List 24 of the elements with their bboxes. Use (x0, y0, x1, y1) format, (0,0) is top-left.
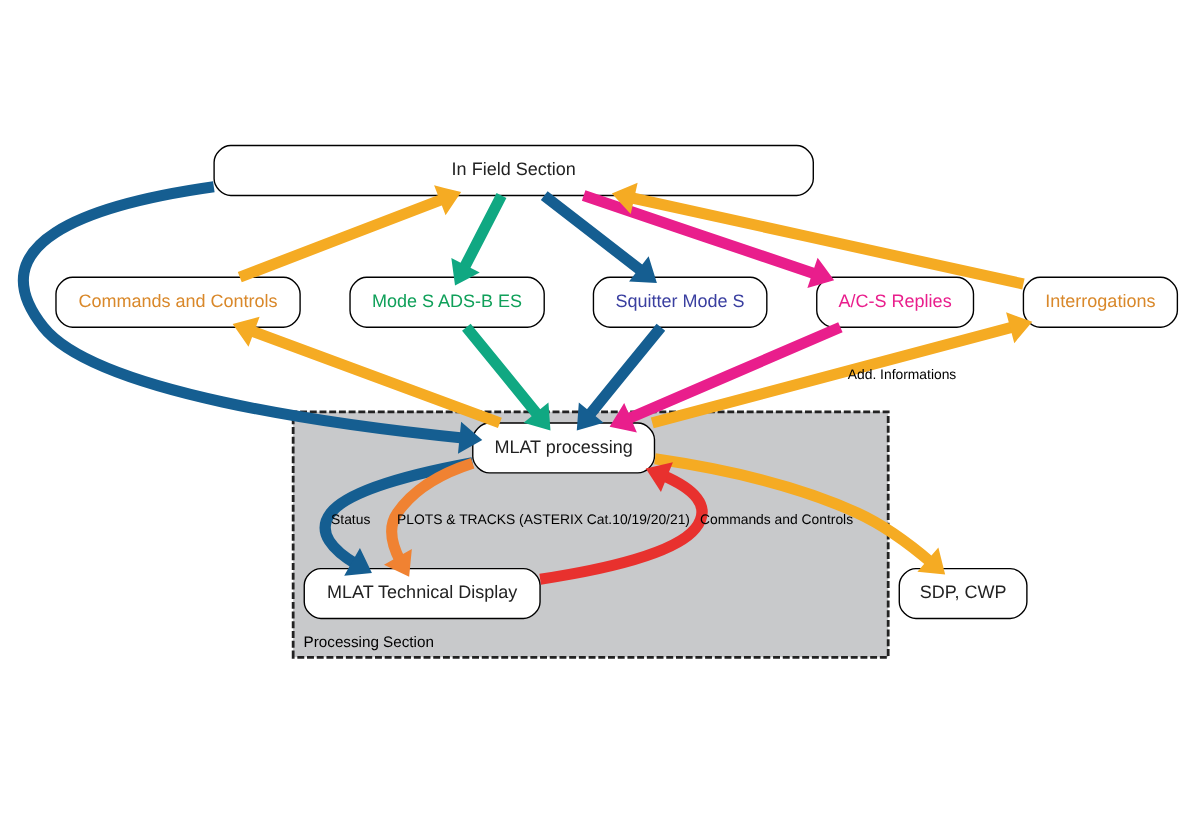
arrow (237, 185, 462, 283)
node-box: SDP, CWP (898, 567, 1028, 620)
arrow (462, 323, 551, 431)
node-box: Interrogations (1022, 276, 1179, 328)
arrow (654, 453, 946, 575)
arrow (232, 316, 502, 429)
arrow (581, 190, 835, 289)
node-box: MLAT Technical Display (303, 567, 541, 620)
arrow (609, 322, 843, 433)
node-box: A/C-S Replies (816, 276, 975, 328)
arrow (384, 457, 475, 577)
arrow (540, 191, 657, 283)
arrow (539, 462, 708, 585)
node-box: Mode S ADS-B ES (349, 276, 545, 328)
arrow (451, 193, 507, 286)
arrow (319, 457, 474, 576)
arrow (576, 323, 666, 431)
arrow (18, 181, 483, 454)
node-box: In Field Section (213, 144, 814, 197)
arrow (611, 182, 1025, 290)
node-box: Squitter Mode S (592, 276, 768, 328)
node-box: MLAT processing (472, 422, 656, 474)
node-box: Commands and Controls (55, 276, 301, 328)
arrow (650, 312, 1033, 429)
